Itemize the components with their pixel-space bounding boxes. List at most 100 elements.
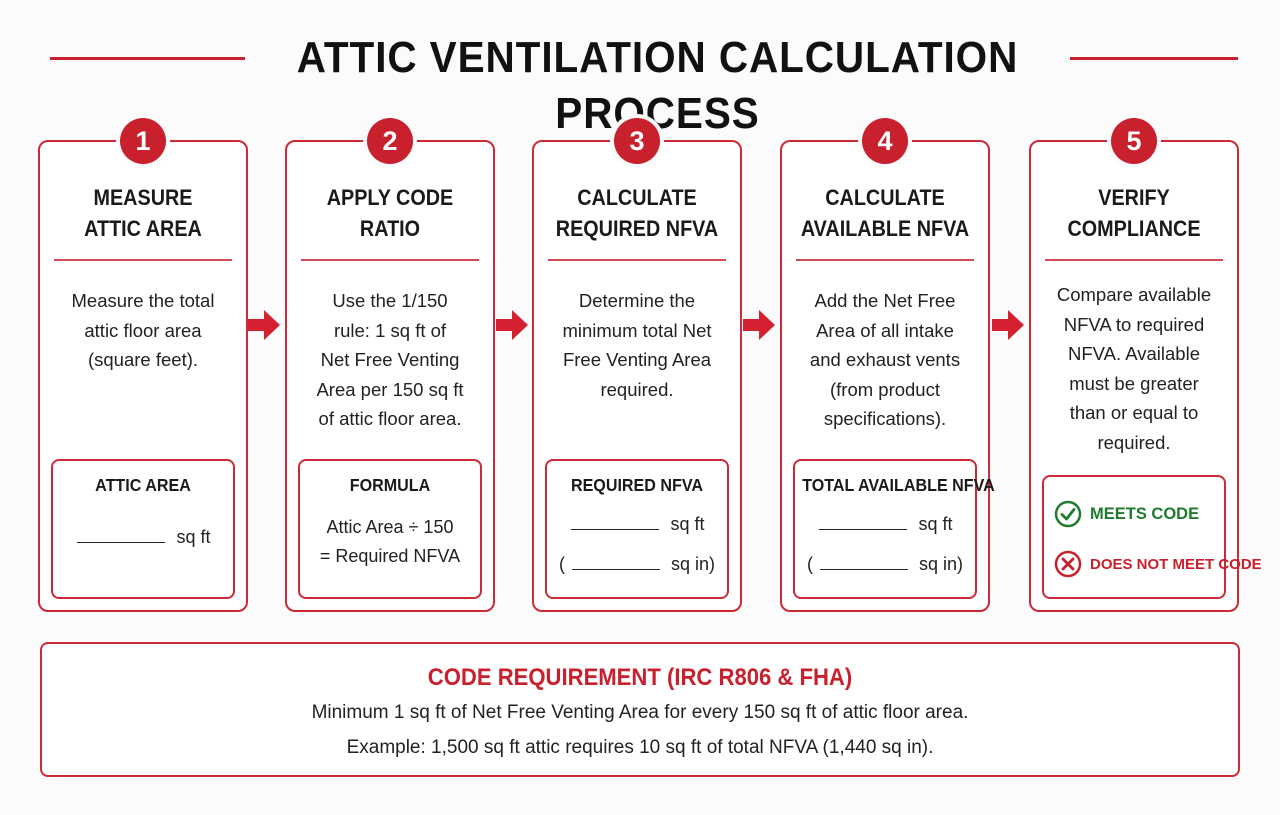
step-number-badge: 5 (1111, 118, 1157, 164)
code-example-line: Example: 1,500 sq ft attic requires 10 s… (346, 737, 934, 758)
available-sqft-field[interactable]: sq ft (795, 514, 975, 535)
title-rule-left (50, 57, 245, 60)
description-line: rule: 1 sq ft of (333, 319, 447, 341)
available-nfva-box: TOTAL AVAILABLE NFVA sq ft ( sq in) (793, 459, 995, 599)
description-line: Net Free Venting (320, 349, 460, 370)
step-title-line: AVAILABLE NFVA (800, 216, 970, 241)
formula-box: FORMULA Attic Area ÷ 150 = Required NFVA (298, 459, 482, 599)
meets-code-label: MEETS CODE (1090, 504, 1200, 523)
step-divider (54, 259, 232, 261)
step-divider (301, 259, 479, 261)
attic-area-field[interactable]: sq ft (53, 527, 233, 548)
x-circle-icon (1054, 550, 1082, 578)
step-number-badge: 3 (614, 118, 660, 164)
does-not-meet-code-option[interactable]: DOES NOT MEET CODE (1054, 547, 1262, 581)
step-title-line: APPLY CODE (326, 185, 454, 210)
step-description: Use the 1/150 rule: 1 sq ft of Net Free … (297, 286, 483, 434)
blank-line (77, 542, 166, 543)
step-number-badge: 4 (862, 118, 908, 164)
unit-label: sq ft (176, 527, 211, 547)
step-description: Measure the total attic floor area (squa… (50, 286, 236, 375)
box-title: TOTAL AVAILABLE NFVA (802, 475, 995, 495)
description-line: and exhaust vents (809, 349, 961, 370)
unit-label: sq ft (670, 514, 705, 534)
step-title-line: CALCULATE (825, 185, 945, 210)
title-row: ATTIC VENTILATION CALCULATION PROCESS (0, 30, 1280, 138)
description-line: (square feet). (87, 349, 199, 370)
step-title-line: COMPLIANCE (1067, 216, 1201, 241)
description-line: Add the Net Free (814, 290, 956, 311)
paren-open: ( (558, 554, 565, 574)
step-card-verify: 5 VERIFY COMPLIANCE Compare available NF… (1029, 118, 1262, 612)
step-title-line: REQUIRED NFVA (555, 216, 719, 241)
description-line: NFVA. Available (1068, 343, 1200, 364)
blank-line (819, 529, 908, 530)
step-title-line: CALCULATE (577, 185, 697, 210)
arrow-right-icon (248, 310, 280, 340)
step-title: MEASURE ATTIC AREA (58, 182, 229, 252)
blank-line (819, 569, 908, 570)
step-title-line: MEASURE (93, 185, 193, 210)
required-nfva-box: REQUIRED NFVA sq ft ( sq in) (545, 459, 729, 599)
blank-line (571, 569, 660, 570)
available-sqin-field[interactable]: ( sq in) (795, 554, 975, 575)
description-line: Area of all intake (816, 319, 954, 341)
step-card-required-nfva: 3 CALCULATE REQUIRED NFVA Determine the … (532, 118, 742, 612)
paren-open: ( (806, 554, 813, 574)
description-line: must be greater (1069, 372, 1199, 394)
step-number-badge: 1 (120, 118, 166, 164)
required-sqft-field[interactable]: sq ft (547, 514, 727, 535)
box-title: REQUIRED NFVA (570, 475, 704, 495)
description-line: of attic floor area. (318, 408, 462, 429)
does-not-meet-code-label: DOES NOT MEET CODE (1090, 555, 1262, 573)
arrow-right-icon (992, 310, 1024, 340)
step-number-badge: 2 (367, 118, 413, 164)
step-divider (548, 259, 726, 261)
step-title: CALCULATE REQUIRED NFVA (552, 182, 723, 252)
step-title-line: RATIO (359, 216, 421, 241)
blank-line (571, 529, 660, 530)
code-requirement-line: Minimum 1 sq ft of Net Free Venting Area… (311, 702, 969, 723)
code-requirement-box: CODE REQUIREMENT (IRC R806 & FHA) Minimu… (40, 642, 1240, 777)
step-description: Compare available NFVA to required NFVA.… (1041, 280, 1227, 457)
unit-label: sq ft (918, 514, 953, 534)
attic-area-box: ATTIC AREA sq ft (51, 459, 235, 599)
unit-label: sq in) (919, 554, 964, 574)
step-title: VERIFY COMPLIANCE (1049, 182, 1220, 252)
description-line: Compare available (1056, 284, 1212, 305)
step-description: Determine the minimum total Net Free Ven… (544, 286, 730, 404)
step-title: APPLY CODE RATIO (305, 182, 476, 252)
step-title-line: ATTIC AREA (84, 216, 202, 241)
meets-code-option[interactable]: MEETS CODE (1054, 497, 1199, 531)
description-line: than or equal to (1069, 402, 1199, 423)
description-line: required. (600, 378, 674, 400)
page-title: ATTIC VENTILATION CALCULATION PROCESS (296, 33, 1019, 138)
step-card-available-nfva: 4 CALCULATE AVAILABLE NFVA Add the Net F… (780, 118, 995, 612)
description-line: Use the 1/150 (332, 290, 448, 311)
unit-label: sq in) (671, 554, 716, 574)
check-circle-icon (1054, 500, 1082, 528)
formula-line: = Required NFVA (319, 546, 461, 566)
code-requirement-title: CODE REQUIREMENT (IRC R806 & FHA) (427, 664, 853, 691)
description-line: Area per 150 sq ft (316, 378, 464, 400)
step-card-measure: 1 MEASURE ATTIC AREA Measure the total a… (38, 118, 248, 612)
description-line: Determine the (578, 290, 696, 311)
description-line: specifications). (823, 408, 947, 429)
step-card-code-ratio: 2 APPLY CODE RATIO Use the 1/150 rule: 1… (285, 118, 495, 612)
step-divider (1045, 259, 1223, 261)
arrow-right-icon (743, 310, 775, 340)
description-line: required. (1097, 431, 1171, 453)
description-line: Free Venting Area (562, 349, 712, 370)
description-line: minimum total Net (562, 319, 712, 341)
step-description: Add the Net Free Area of all intake and … (792, 286, 978, 434)
formula-line: Attic Area ÷ 150 (326, 517, 454, 537)
box-title: FORMULA (349, 475, 431, 495)
required-sqin-field[interactable]: ( sq in) (547, 554, 727, 575)
title-rule-right (1070, 57, 1238, 60)
step-title-line: VERIFY (1098, 185, 1170, 210)
description-line: (from product (829, 378, 940, 400)
compliance-box: MEETS CODE DOES NOT MEET CODE (1042, 475, 1262, 599)
box-title: ATTIC AREA (95, 475, 191, 495)
arrow-right-icon (496, 310, 528, 340)
description-line: Measure the total (71, 290, 215, 311)
